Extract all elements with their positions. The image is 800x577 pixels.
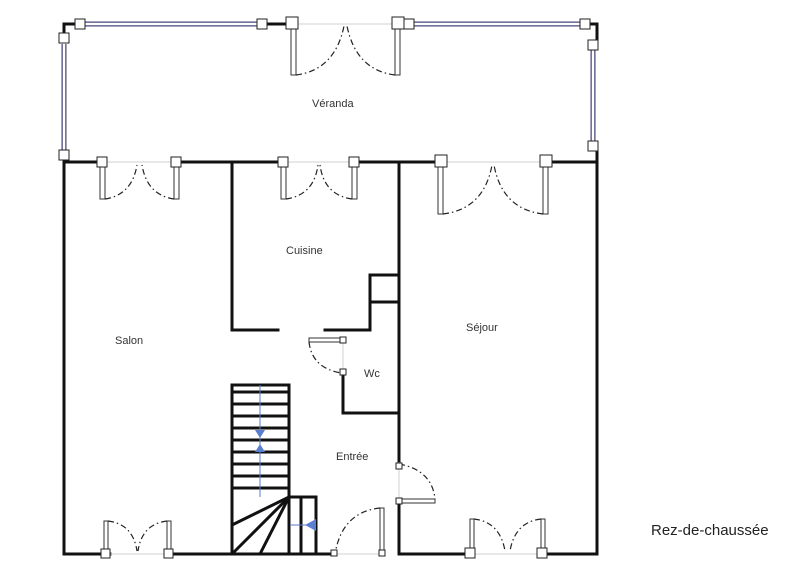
entrance-door[interactable] — [334, 507, 385, 555]
room-label-wc: Wc — [364, 368, 380, 380]
sejour-veranda-door[interactable] — [437, 162, 549, 215]
room-label-cuisine: Cuisine — [286, 245, 323, 257]
floor-title: Rez-de-chaussée — [651, 522, 769, 539]
cuisine-veranda-door[interactable] — [280, 162, 358, 200]
interior-walls — [230, 160, 401, 556]
room-label-entree: Entrée — [336, 451, 369, 463]
room-label-sejour: Séjour — [466, 322, 498, 334]
wall-nodes — [58, 16, 599, 559]
exterior-walls — [62, 148, 599, 556]
staircase — [230, 383, 318, 556]
veranda-double-door[interactable] — [290, 23, 401, 76]
salon-front-door[interactable] — [103, 520, 172, 555]
stair-arrow-left-icon — [305, 519, 316, 531]
room-label-veranda: Véranda — [312, 98, 354, 110]
sejour-front-door[interactable] — [469, 518, 546, 555]
wc-door[interactable] — [308, 337, 344, 374]
stair-arrow-up-icon — [255, 444, 265, 452]
sejour-entree-door[interactable] — [398, 462, 436, 504]
salon-veranda-door[interactable] — [99, 162, 180, 200]
stair-arrow-down-icon — [255, 430, 265, 438]
room-label-salon: Salon — [115, 335, 144, 347]
veranda-glazing — [61, 21, 596, 154]
